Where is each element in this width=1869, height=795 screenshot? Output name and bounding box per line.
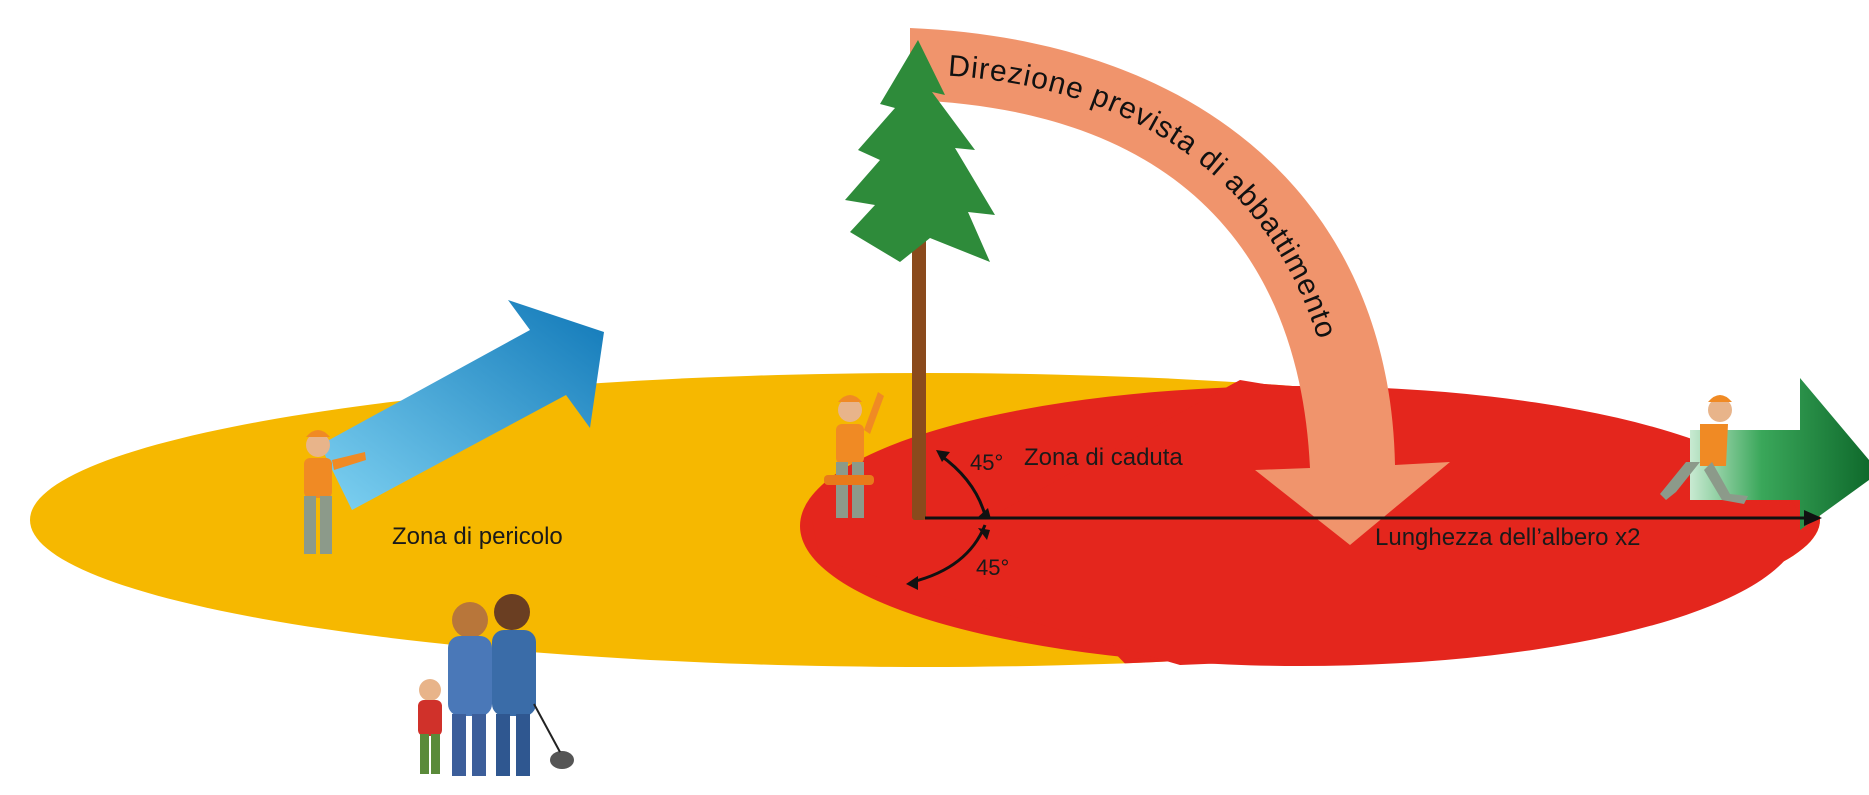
signaling-worker-icon xyxy=(304,430,366,554)
spruce-tree-icon xyxy=(845,40,995,520)
tree-length-line xyxy=(925,510,1822,526)
fall-zone-left-wedge xyxy=(812,380,1300,665)
fall-zone-label: Zona di caduta xyxy=(1024,444,1183,471)
lower-angle-arc xyxy=(911,524,987,584)
arrowhead-lower-start xyxy=(978,528,990,540)
arrowhead-upper-arc xyxy=(936,450,950,462)
danger-zone-label: Zona di pericolo xyxy=(392,523,563,550)
arrowhead-upper-end xyxy=(978,508,991,519)
tree-length-label: Lunghezza dell’albero x2 xyxy=(1375,524,1641,551)
family-with-dog-icon xyxy=(418,594,574,776)
angle-markers xyxy=(911,453,987,584)
green-escape-arrow xyxy=(1690,378,1869,530)
arrowhead-lower-arc xyxy=(906,576,918,590)
running-worker-icon xyxy=(1660,395,1748,504)
feller-worker-icon xyxy=(824,392,884,518)
upper-angle-arc xyxy=(939,453,987,516)
upper-angle-label: 45° xyxy=(970,450,1003,475)
blue-direction-arrow xyxy=(320,300,604,510)
lower-angle-label: 45° xyxy=(976,555,1009,580)
